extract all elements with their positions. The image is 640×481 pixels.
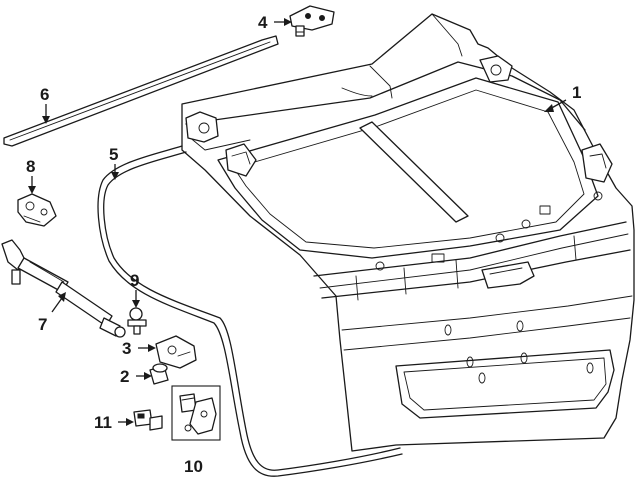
hinge-part-8 xyxy=(17,193,57,227)
callout-2: 2 xyxy=(120,367,129,386)
callout-1: 1 xyxy=(572,83,581,102)
callout-9: 9 xyxy=(130,271,139,290)
gas-strut-part-7 xyxy=(1,239,126,338)
leader-lines xyxy=(28,18,567,426)
callout-3: 3 xyxy=(122,339,131,358)
callout-8: 8 xyxy=(26,157,35,176)
liftgate-assembly xyxy=(181,13,635,452)
callout-7: 7 xyxy=(38,315,47,334)
spoiler-molding xyxy=(3,35,279,147)
connector-part-11 xyxy=(133,409,163,431)
latch-detail-box xyxy=(171,385,221,441)
ball-stud-part-9 xyxy=(127,307,147,335)
callout-6: 6 xyxy=(40,85,49,104)
weatherstrip-seal xyxy=(97,145,403,477)
callout-10: 10 xyxy=(184,457,203,476)
bumper-stop-part-2 xyxy=(149,363,169,385)
clip-part-4 xyxy=(289,5,335,37)
callout-11: 11 xyxy=(94,413,112,432)
callout-4: 4 xyxy=(258,13,268,32)
callout-5: 5 xyxy=(109,145,118,164)
latch-assembly-part-10 xyxy=(171,385,221,441)
callout-labels: 1 4 6 5 8 7 9 3 2 11 10 xyxy=(26,13,581,476)
bracket-part-3 xyxy=(155,335,197,369)
